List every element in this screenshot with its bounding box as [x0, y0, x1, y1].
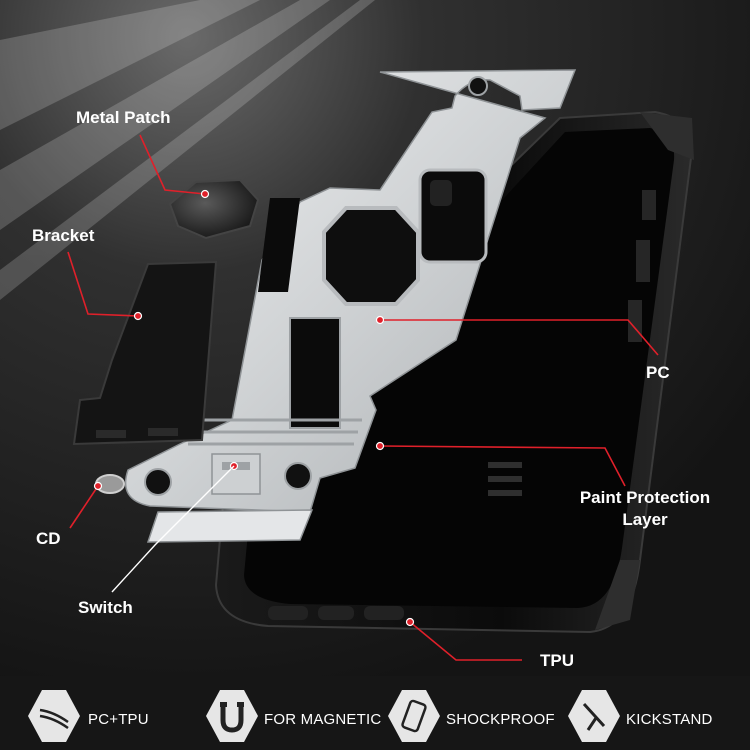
callout-tpu: TPU — [540, 651, 574, 670]
callout-pc: PC — [646, 363, 670, 382]
magnet-icon — [206, 690, 258, 742]
kickstand-icon — [568, 690, 620, 742]
callout-metal-patch: Metal Patch — [76, 108, 171, 127]
feature-label-shockproof: SHOCKPROOF — [446, 711, 555, 728]
pc-shell — [124, 69, 577, 543]
callout-bracket: Bracket — [32, 226, 95, 245]
callout-lines — [67, 134, 659, 661]
callout-paint-protection: Paint Protection Layer — [579, 488, 711, 529]
tpu-case — [214, 110, 694, 634]
callout-cd: CD — [36, 529, 61, 548]
magnet-window — [322, 206, 420, 306]
feature-bar — [0, 676, 750, 750]
feature-label-kickstand: KICKSTAND — [626, 711, 713, 728]
phone-shock-icon — [388, 690, 440, 742]
metal-patch-part — [168, 178, 260, 240]
layers-icon — [28, 690, 80, 742]
light-rays — [0, 0, 375, 300]
feature-label-for-magnetic: FOR MAGNETIC — [264, 711, 382, 728]
callout-switch: Switch — [78, 598, 133, 617]
switch-callout-line — [111, 465, 235, 593]
feature-label-pc-tpu: PC+TPU — [88, 711, 149, 728]
bracket-part — [72, 260, 218, 446]
